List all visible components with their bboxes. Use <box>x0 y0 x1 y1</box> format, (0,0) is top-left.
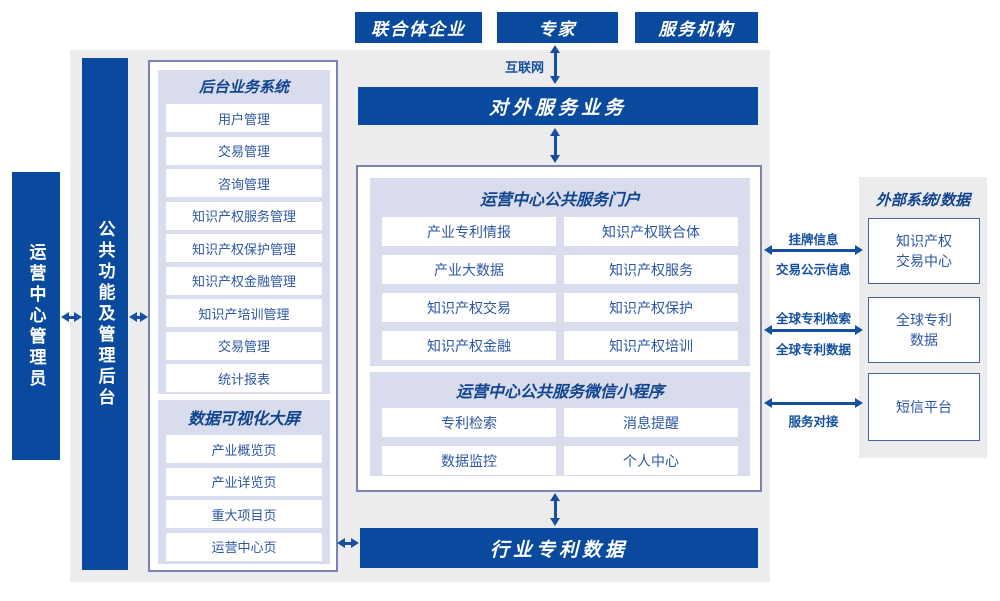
external-box-sms-platform: 短信平台 <box>868 373 980 441</box>
external-box-line: 短信平台 <box>896 398 952 415</box>
backend-item: 知识产培训管理 <box>166 299 322 327</box>
dashboard-item: 运营中心页 <box>166 532 322 561</box>
backend-item: 知识产权保护管理 <box>166 234 322 262</box>
internet-label: 互联网 <box>504 60 544 75</box>
trade-public-info-label: 交易公示信息 <box>775 263 851 277</box>
external-box-line: 知识产权 <box>896 232 952 249</box>
backend-item: 交易管理 <box>166 136 322 165</box>
external-service-bar-label: 对外服务业务 <box>488 97 627 119</box>
external-box-ip-trade-center: 知识产权 交易中心 <box>868 218 980 284</box>
dashboard-item: 产业概览页 <box>166 435 322 463</box>
miniprogram-item: 专利检索 <box>382 408 556 437</box>
service-connect-label: 服务对接 <box>788 415 839 429</box>
ip-trade-arrow <box>772 248 855 252</box>
actor-service-org: 服务机构 <box>635 12 758 43</box>
miniprogram-item: 数据监控 <box>382 446 556 475</box>
backend-admin-vertical-bar: 公共功能及管理后台 <box>82 58 128 570</box>
external-panel-title: 外部系统/数据 <box>875 192 971 209</box>
backend-system-title: 后台业务系统 <box>198 79 289 96</box>
dashboard-items: 产业概览页 产业详览页 重大项目页 运营中心页 <box>158 435 330 561</box>
backend-item: 用户管理 <box>166 104 322 132</box>
portal-items: 产业专利情报 知识产权联合体 产业大数据 知识产权服务 知识产权交易 知识产权保… <box>370 217 750 360</box>
external-box-line: 全球专利 <box>896 311 952 328</box>
panel-to-industry-arrow <box>345 541 351 545</box>
industry-patent-bar-label: 行业专利数据 <box>489 539 628 561</box>
service-to-portal-arrow <box>553 136 557 155</box>
actor-expert: 专家 <box>497 12 618 43</box>
external-service-bar: 对外服务业务 <box>358 87 758 125</box>
admin-backend-arrow <box>69 315 74 319</box>
portal-item: 知识产权服务 <box>564 255 738 284</box>
backend-admin-vertical-bar-label: 公共功能及管理后台 <box>95 219 115 409</box>
admin-vertical-bar: 运营中心管理员 <box>12 172 60 460</box>
backend-panel-arrow <box>137 315 140 319</box>
actor-union-enterprise-label: 联合体企业 <box>371 20 466 39</box>
dashboard-item: 重大项目页 <box>166 500 322 528</box>
sms-platform-arrow <box>772 401 855 405</box>
actor-expert-label: 专家 <box>538 20 577 39</box>
global-patent-arrow <box>772 328 855 332</box>
portal-panel: 运营中心公共服务门户 产业专利情报 知识产权联合体 产业大数据 知识产权服务 知… <box>370 178 750 366</box>
miniprogram-item: 消息提醒 <box>564 408 738 437</box>
portal-item: 知识产权联合体 <box>564 217 738 246</box>
listing-info-label: 挂牌信息 <box>788 233 839 247</box>
portal-item: 知识产权金融 <box>382 331 556 360</box>
backend-item: 咨询管理 <box>166 169 322 197</box>
internet-arrow <box>553 53 557 76</box>
miniprogram-panel-title: 运营中心公共服务微信小程序 <box>455 384 664 401</box>
actor-service-org-label: 服务机构 <box>658 20 735 39</box>
dashboard-item: 产业详览页 <box>166 467 322 496</box>
external-box-line: 数据 <box>910 332 938 348</box>
backend-item: 知识产权金融管理 <box>166 266 322 295</box>
dashboard-panel: 数据可视化大屏 产业概览页 产业详览页 重大项目页 运营中心页 <box>158 400 330 564</box>
miniprogram-panel: 运营中心公共服务微信小程序 专利检索 消息提醒 数据监控 个人中心 <box>370 372 750 476</box>
portal-to-industry-arrow <box>553 501 557 518</box>
global-patent-search-label: 全球专利检索 <box>775 312 851 326</box>
backend-item: 交易管理 <box>166 331 322 360</box>
backend-item: 知识产权服务管理 <box>166 201 322 230</box>
portal-panel-title: 运营中心公共服务门户 <box>479 192 640 209</box>
admin-vertical-bar-label: 运营中心管理员 <box>26 242 46 390</box>
industry-patent-bar: 行业专利数据 <box>360 528 758 568</box>
miniprogram-items: 专利检索 消息提醒 数据监控 个人中心 <box>370 408 750 475</box>
portal-item: 产业专利情报 <box>382 217 556 246</box>
miniprogram-item: 个人中心 <box>564 446 738 475</box>
portal-item: 知识产权培训 <box>564 331 738 360</box>
actor-union-enterprise: 联合体企业 <box>355 12 482 43</box>
dashboard-panel-title: 数据可视化大屏 <box>187 411 300 428</box>
backend-system-panel: 后台业务系统 用户管理 交易管理 咨询管理 知识产权服务管理 知识产权保护管理 … <box>158 70 330 394</box>
portal-item: 产业大数据 <box>382 255 556 284</box>
backend-system-items: 用户管理 交易管理 咨询管理 知识产权服务管理 知识产权保护管理 知识产权金融管… <box>158 104 330 392</box>
portal-item: 知识产权保护 <box>564 293 738 322</box>
external-box-line: 交易中心 <box>896 253 952 269</box>
global-patent-data-label: 全球专利数据 <box>775 343 851 357</box>
backend-item: 统计报表 <box>166 364 322 392</box>
portal-item: 知识产权交易 <box>382 293 556 322</box>
external-box-global-patent-data: 全球专利 数据 <box>868 297 980 363</box>
